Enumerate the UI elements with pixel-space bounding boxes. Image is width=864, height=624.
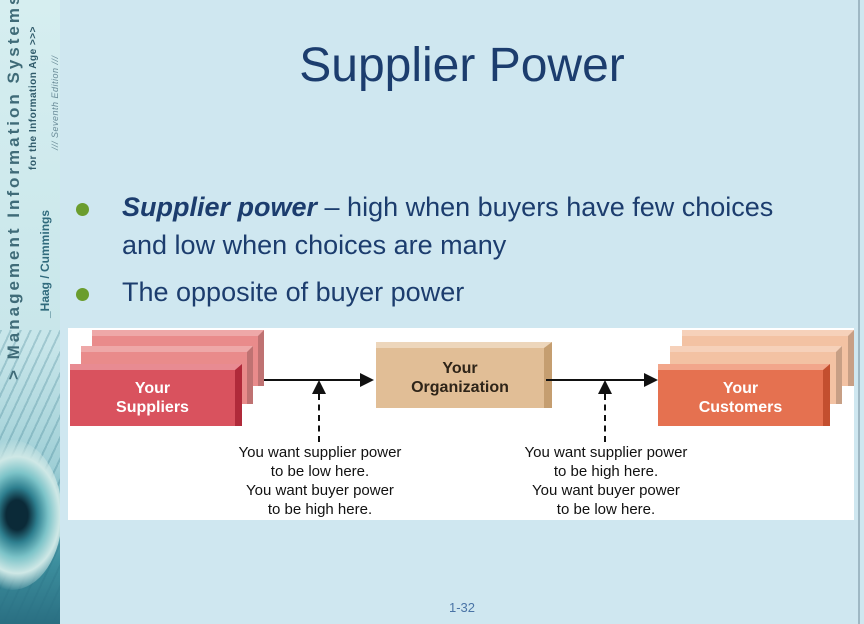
slide-title: Supplier Power [299, 39, 625, 92]
bullet-item: The opposite of buyer power [122, 273, 812, 311]
page-number: 1-32 [448, 600, 476, 615]
caption-line: to be high here. [267, 501, 373, 518]
bullet-text: – high when buyers have few choices and … [122, 192, 774, 260]
dashed-line [604, 394, 606, 442]
arrow-right-icon [644, 373, 658, 387]
caption-line: to be low here. [270, 463, 370, 480]
bullet-dot-icon [76, 288, 89, 301]
authors-label: _Haag / Cummings [38, 209, 52, 318]
caption-line: You want buyer power [532, 482, 680, 499]
right-caption: You want supplier power to be high here.… [486, 443, 726, 519]
edition-label: /// Seventh Edition /// [50, 55, 60, 150]
series-title: > Management Information Systems [4, 0, 23, 380]
arrow-up-icon [312, 380, 326, 394]
caption-line: You want buyer power [246, 482, 394, 499]
bullet-text: The opposite of buyer power [122, 277, 465, 307]
bullet-term: Supplier power [122, 192, 318, 222]
left-caption: You want supplier power to be low here. … [200, 443, 440, 519]
caption-line: to be low here. [556, 501, 656, 518]
caption-line: to be high here. [553, 463, 659, 480]
bullet-item: Supplier power – high when buyers have f… [122, 188, 812, 264]
arrow-right-icon [360, 373, 374, 387]
sidebar-branding: > Management Information Systems for the… [0, 0, 60, 624]
dashed-line [318, 394, 320, 442]
arrow-line [546, 379, 644, 381]
bullet-dot-icon [76, 203, 89, 216]
slide-edge-line [858, 0, 860, 624]
caption-line: You want supplier power [524, 444, 688, 461]
series-subtitle: for the Information Age >>> [28, 26, 39, 170]
arrow-up-icon [598, 380, 612, 394]
caption-line: You want supplier power [238, 444, 402, 461]
